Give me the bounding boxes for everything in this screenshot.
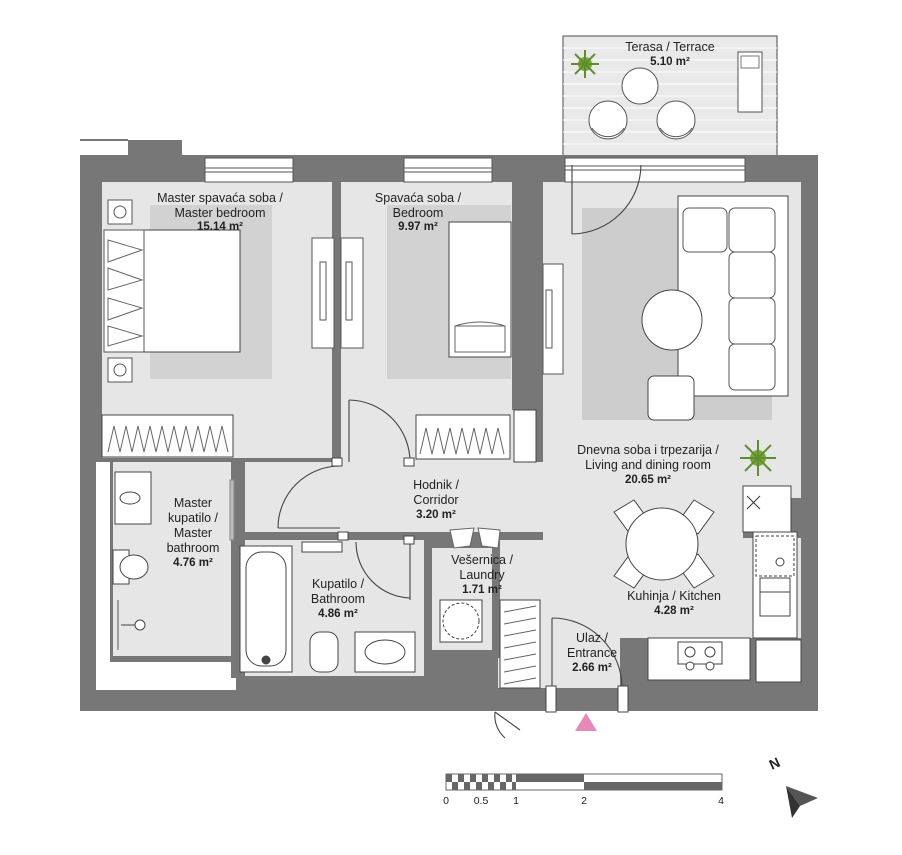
bathroom-fixtures — [239, 541, 416, 673]
terrace — [562, 35, 778, 159]
bedroom-name-2: Bedroom — [393, 206, 444, 220]
scale-bar: 0 0.5 1 2 4 — [443, 773, 724, 807]
door-jambs — [331, 457, 629, 713]
bedroom-area: 9.97 m² — [398, 221, 438, 233]
kitchen-area: 4.28 m² — [654, 605, 694, 617]
scale-label-0: 0 — [443, 795, 449, 807]
corridor-name-2: Corridor — [413, 493, 458, 507]
left-bay — [96, 462, 110, 690]
corridor-name-1: Hodnik / — [413, 478, 459, 492]
scale-label-3: 2 — [581, 795, 587, 807]
living-name-1: Dnevna soba i trpezarija / — [577, 443, 719, 457]
bathroom-name-1: Kupatilo / — [312, 577, 365, 591]
dining-set — [613, 499, 715, 589]
bedroom-furniture — [387, 205, 537, 463]
plant-icon — [571, 50, 599, 78]
north-arrow-icon: N — [767, 754, 818, 818]
living-area: 20.65 m² — [625, 474, 671, 486]
inner-walls — [110, 182, 543, 682]
left-bay-lower — [96, 660, 236, 690]
master-bedroom-name-1: Master spavaća soba / — [157, 191, 283, 205]
master-bath-name-4: bathroom — [167, 541, 220, 555]
kitchen-name: Kuhinja / Kitchen — [627, 589, 721, 603]
kitchen-units — [647, 485, 802, 683]
corridor-area: 3.20 m² — [416, 509, 456, 521]
living-furniture — [582, 195, 789, 476]
terrace-name: Terasa / Terrace — [625, 40, 714, 54]
laundry-name-2: Laundry — [459, 568, 505, 582]
north-label: N — [767, 754, 783, 773]
living-name-2: Living and dining room — [585, 458, 711, 472]
master-bath-name-1: Master — [174, 496, 212, 510]
scale-label-2: 1 — [513, 795, 519, 807]
windows — [204, 157, 746, 183]
master-bedroom-furniture — [101, 199, 272, 458]
entrance-marker — [575, 713, 597, 731]
bedroom-name-1: Spavaća soba / — [375, 191, 462, 205]
laundry-name-1: Vešernica / — [451, 553, 513, 567]
entrance-area: 2.66 m² — [572, 662, 612, 674]
bathroom-name-2: Bathroom — [311, 592, 365, 606]
master-bathroom-fixtures — [112, 471, 235, 655]
master-bedroom-area: 15.14 m² — [197, 221, 243, 233]
scale-label-1: 0.5 — [474, 795, 489, 807]
master-bedroom-name-2: Master bedroom — [174, 206, 265, 220]
scale-label-4: 4 — [718, 795, 724, 807]
laundry-area: 1.71 m² — [462, 584, 502, 596]
master-bath-area: 4.76 m² — [173, 557, 213, 569]
entrance-name-2: Entrance — [567, 646, 617, 660]
tv-units — [311, 237, 564, 375]
master-bath-name-2: kupatilo / — [168, 511, 219, 525]
entrance-name-1: Ulaz / — [576, 631, 608, 645]
bathroom-area: 4.86 m² — [318, 608, 358, 620]
plant-icon — [740, 440, 776, 476]
master-bath-name-3: Master — [174, 526, 212, 540]
terrace-area: 5.10 m² — [650, 56, 690, 68]
laundry-fixtures — [439, 527, 501, 643]
doors — [277, 164, 642, 739]
entrance-cabinet — [499, 599, 541, 689]
room-labels: Terasa / Terrace 5.10 m² Master spavaća … — [157, 40, 721, 674]
